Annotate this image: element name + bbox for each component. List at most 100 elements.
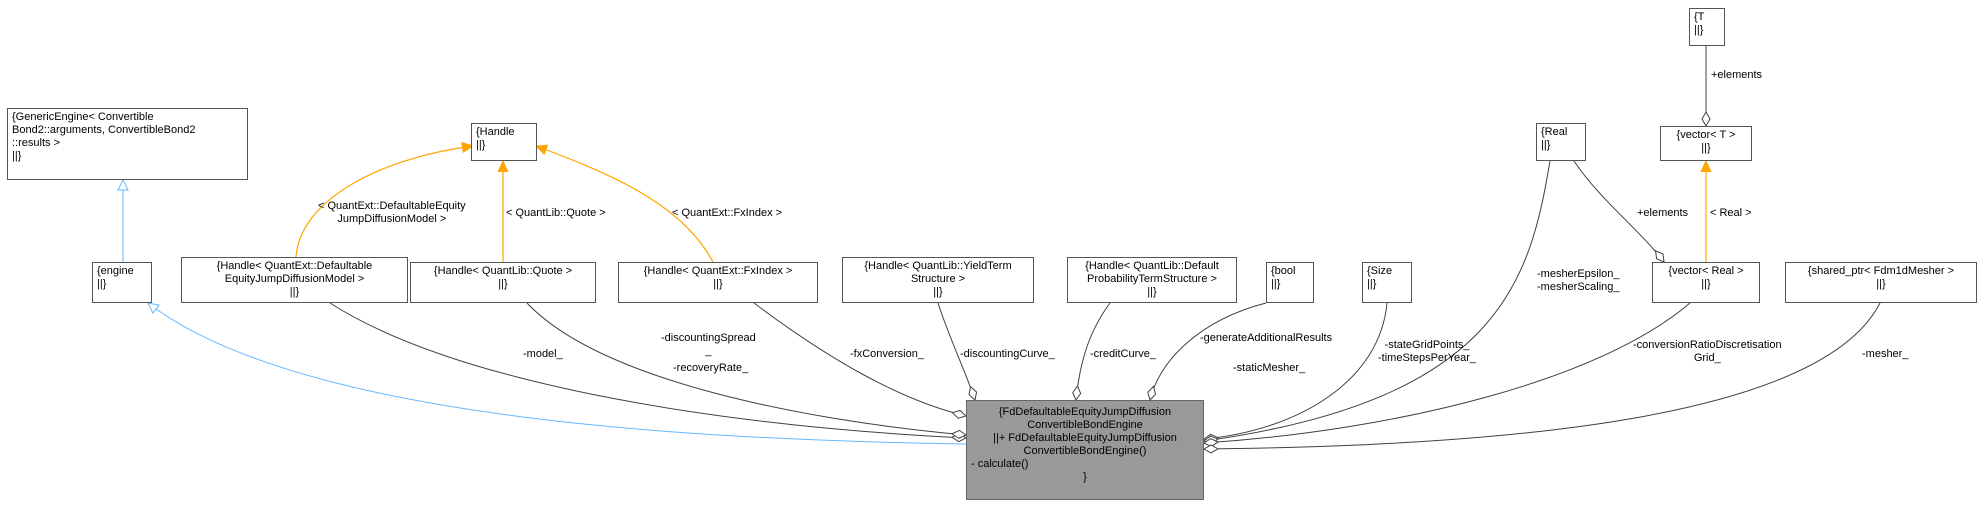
node-line: ::results > xyxy=(12,137,60,149)
edge-fxindex-to-main xyxy=(753,302,967,419)
class-node-vector-t[interactable]: {vector< T > ||} xyxy=(1660,126,1752,161)
node-line: ||} xyxy=(1701,142,1711,154)
edge-real-to-main xyxy=(1203,160,1551,445)
node-line: {bool xyxy=(1271,265,1296,277)
edge-label-conversion-ratio: -conversionRatioDiscretisation Grid_ xyxy=(1633,339,1782,365)
node-line: ||} xyxy=(1271,278,1281,290)
class-node-t[interactable]: {T ||} xyxy=(1689,8,1725,46)
node-line: ||} xyxy=(1694,24,1704,36)
node-line: {vector< Real > xyxy=(1668,265,1744,277)
edge-yts-to-main xyxy=(937,302,978,401)
class-node-engine[interactable]: {engine ||} xyxy=(92,262,152,303)
node-line: Bond2::arguments, ConvertibleBond2 xyxy=(12,124,196,136)
node-line: {T xyxy=(1694,11,1705,23)
node-line: ConvertibleBondEngine xyxy=(1027,419,1143,431)
edge-shared-ptr-mesher-to-main xyxy=(1202,302,1881,454)
class-node-main-engine[interactable]: {FdDefaultableEquityJumpDiffusion Conver… xyxy=(966,400,1204,500)
edge-label-discounting-curve: -discountingCurve_ xyxy=(960,348,1055,360)
node-line: {Handle< QuantExt::Defaultable xyxy=(216,260,373,272)
node-line: ConvertibleBondEngine() xyxy=(1023,445,1147,457)
node-line: {vector< T > xyxy=(1676,129,1736,141)
edge-dpts-to-main xyxy=(1072,302,1111,402)
node-line: {Size xyxy=(1367,265,1393,277)
class-node-handle[interactable]: {Handle ||} xyxy=(471,123,537,161)
node-line: ||} xyxy=(476,139,486,151)
node-line: ||} xyxy=(1541,139,1551,151)
node-line: ||+ FdDefaultableEquityJumpDiffusion xyxy=(993,432,1177,444)
node-line: - calculate() xyxy=(971,458,1029,470)
edge-label-recovery-rate: -recoveryRate_ xyxy=(673,362,749,374)
edge-label-line: JumpDiffusionModel > xyxy=(337,213,447,225)
edge-label-line: -discountingSpread xyxy=(661,332,756,344)
node-line: {Handle< QuantLib::Quote > xyxy=(433,265,573,277)
node-line: ||} xyxy=(289,286,300,298)
edge-label-template-quote: < QuantLib::Quote > xyxy=(506,207,606,219)
edge-label-static-mesher: -staticMesher_ xyxy=(1233,362,1306,374)
class-node-real[interactable]: {Real ||} xyxy=(1536,123,1586,161)
edge-main-to-engine xyxy=(148,303,967,445)
edge-bool-to-main xyxy=(1147,302,1267,401)
class-node-size[interactable]: {Size ||} xyxy=(1362,262,1412,303)
edge-label-model: -model_ xyxy=(523,348,563,360)
node-line: {Handle xyxy=(476,126,515,138)
node-line: ProbabilityTermStructure > xyxy=(1087,273,1217,285)
edge-size-to-main xyxy=(1202,302,1388,443)
node-line: Structure > xyxy=(910,273,966,285)
node-line: ||} xyxy=(97,278,107,290)
edge-label-state-grid: -stateGridPoints_ -timeStepsPerYear_ xyxy=(1378,339,1476,365)
edge-label-line: Grid_ xyxy=(1693,352,1721,364)
class-node-handle-dpts[interactable]: {Handle< QuantLib::Default ProbabilityTe… xyxy=(1067,257,1237,303)
class-node-bool[interactable]: {bool ||} xyxy=(1266,262,1314,303)
edge-handle-fxindex-to-handle xyxy=(536,146,714,263)
edge-label-elements-real: +elements xyxy=(1637,207,1689,219)
node-line: } xyxy=(1083,471,1087,483)
node-line: ||} xyxy=(1367,278,1377,290)
edge-vector-real-to-main xyxy=(1202,302,1691,448)
class-node-handle-fxindex[interactable]: {Handle< QuantExt::FxIndex > ||} xyxy=(618,262,818,303)
edge-label-line: _ xyxy=(705,345,712,357)
edge-label-mesher-epsilon: -mesherEpsilon_ -mesherScaling_ xyxy=(1537,268,1620,294)
edge-label-line: < QuantExt::DefaultableEquity xyxy=(318,200,466,212)
node-line: ||} xyxy=(933,286,943,298)
edge-label-line: -timeStepsPerYear_ xyxy=(1378,352,1477,364)
edge-label-generate-additional-results: -generateAdditionalResults xyxy=(1200,332,1333,344)
node-line: {Handle< QuantLib::YieldTerm xyxy=(864,260,1012,272)
edge-label-mesher: -mesher_ xyxy=(1862,348,1909,360)
node-line: ||} xyxy=(1147,286,1157,298)
edge-handle-model-to-handle xyxy=(295,146,473,258)
node-line: ||} xyxy=(12,150,22,162)
class-node-handle-model[interactable]: {Handle< QuantExt::Defaultable EquityJum… xyxy=(181,257,408,303)
edge-label-template-real: < Real > xyxy=(1710,207,1752,219)
class-node-handle-quote[interactable]: {Handle< QuantLib::Quote > ||} xyxy=(410,262,596,303)
class-node-vector-real[interactable]: {vector< Real > ||} xyxy=(1652,262,1760,303)
node-line: {GenericEngine< Convertible xyxy=(12,111,154,123)
class-node-generic-engine[interactable]: {GenericEngine< Convertible Bond2::argum… xyxy=(7,108,248,180)
edge-label-line: -mesherScaling_ xyxy=(1537,281,1620,293)
node-line: {Handle< QuantLib::Default xyxy=(1085,260,1219,272)
node-line: EquityJumpDiffusionModel > xyxy=(224,273,365,285)
edge-model-to-main xyxy=(329,302,968,443)
edge-label-line: -conversionRatioDiscretisation xyxy=(1633,339,1782,351)
node-line: {shared_ptr< Fdm1dMesher > xyxy=(1807,265,1955,277)
node-line: ||} xyxy=(1701,278,1711,290)
edge-label-line: -stateGridPoints_ xyxy=(1384,339,1470,351)
class-node-shared-ptr-mesher[interactable]: {shared_ptr< Fdm1dMesher > ||} xyxy=(1785,262,1977,303)
node-line: ||} xyxy=(713,278,723,290)
edge-label-fx-conversion: -fxConversion_ xyxy=(850,348,924,360)
node-line: {Real xyxy=(1541,126,1568,138)
node-line: ||} xyxy=(498,278,508,290)
edge-real-to-vector-real xyxy=(1573,160,1665,263)
node-line: ||} xyxy=(1876,278,1886,290)
node-line: {Handle< QuantExt::FxIndex > xyxy=(643,265,793,277)
edge-label-discounting-spread: -discountingSpread _ xyxy=(661,332,756,358)
edge-label-credit-curve: -creditCurve_ xyxy=(1090,348,1157,360)
node-line: {engine xyxy=(97,265,134,277)
edge-label-template-fxindex: < QuantExt::FxIndex > xyxy=(672,207,783,219)
edge-quote-to-main xyxy=(526,302,968,439)
class-node-handle-yts[interactable]: {Handle< QuantLib::YieldTerm Structure >… xyxy=(842,257,1034,303)
edge-label-template-model: < QuantExt::DefaultableEquity JumpDiffus… xyxy=(318,200,466,226)
edge-label-elements-top: +elements xyxy=(1711,69,1763,81)
edge-label-line: -mesherEpsilon_ xyxy=(1537,268,1620,280)
